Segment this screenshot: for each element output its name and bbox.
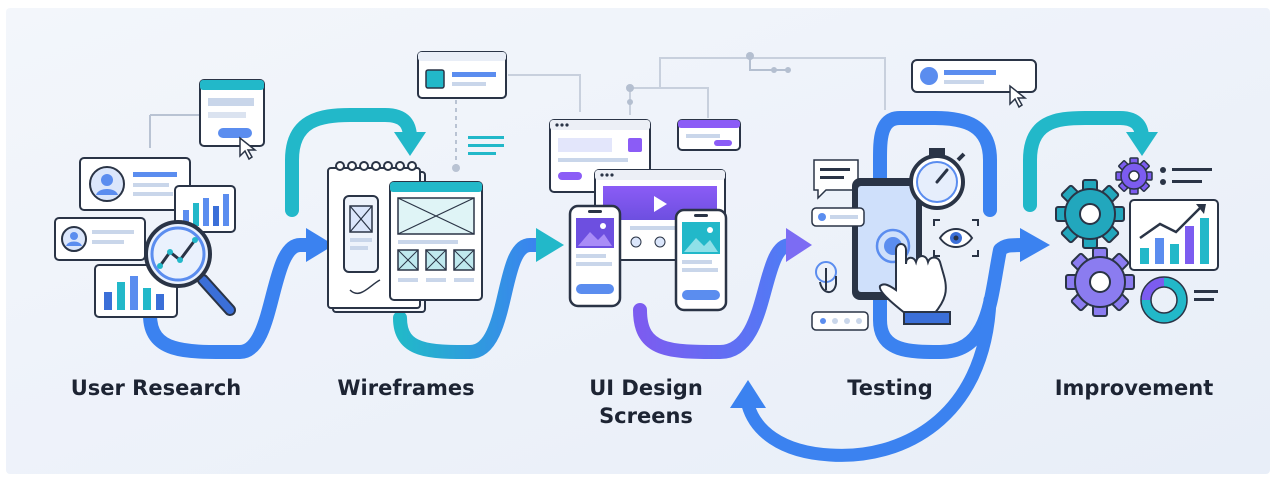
flow-arrow-wireframes-to-ui: [393, 238, 547, 360]
arrowhead-icon: [536, 228, 564, 262]
connector-graphics: [417, 51, 886, 172]
stage-label-text: Wireframes: [337, 376, 475, 400]
stage-label-improvement: Improvement: [1034, 374, 1234, 402]
stage-label-text: Testing: [847, 376, 933, 400]
user-research-illustration: [54, 79, 265, 318]
feedback-arrow-testing-to-ui: [741, 293, 997, 462]
trend-up-icon: [1196, 204, 1206, 214]
testing-illustration: [811, 59, 1037, 331]
play-icon: [654, 196, 667, 212]
arrowhead-icon: [730, 380, 766, 408]
stage-label-text: UI Design: [589, 376, 703, 400]
stage-label-user-research: User Research: [56, 374, 256, 402]
magnifier-icon: [144, 220, 212, 288]
flow-arrow-ui-to-testing: [633, 238, 797, 360]
improvement-illustration: [1055, 157, 1219, 324]
flow-arrow-arch-wireframes: [285, 108, 417, 217]
flow-arrow-arch-improvement: [1023, 111, 1149, 212]
flow-arrow-research-to-wireframes: [143, 238, 317, 360]
cursor-icon: [239, 136, 258, 161]
eye-icon: [933, 219, 979, 257]
gear-icon: [1115, 157, 1153, 195]
flow-arrow-testing-loop: [873, 111, 1007, 360]
arrowhead-icon: [1020, 228, 1050, 262]
tap-icon: [819, 268, 837, 293]
stage-label-wireframes: Wireframes: [306, 374, 506, 402]
arrowhead-icon: [786, 228, 812, 262]
stage-label-testing: Testing: [790, 374, 990, 402]
hand-pointer-icon: [878, 243, 947, 315]
wireframes-illustration: [327, 161, 483, 313]
stage-label-text: Screens: [599, 404, 693, 428]
arrowhead-icon: [306, 228, 334, 262]
arrowhead-icon: [394, 132, 426, 156]
ui-design-illustration: [549, 119, 741, 312]
stage-label-text: Improvement: [1054, 376, 1214, 400]
arrowhead-icon: [1126, 132, 1158, 156]
stage-label-ui-design-screens: UI Design Screens: [546, 374, 746, 430]
stage-label-text: User Research: [70, 376, 242, 400]
gear-icon: [1065, 247, 1135, 317]
gear-icon: [1055, 179, 1125, 249]
cursor-icon: [1009, 84, 1028, 109]
